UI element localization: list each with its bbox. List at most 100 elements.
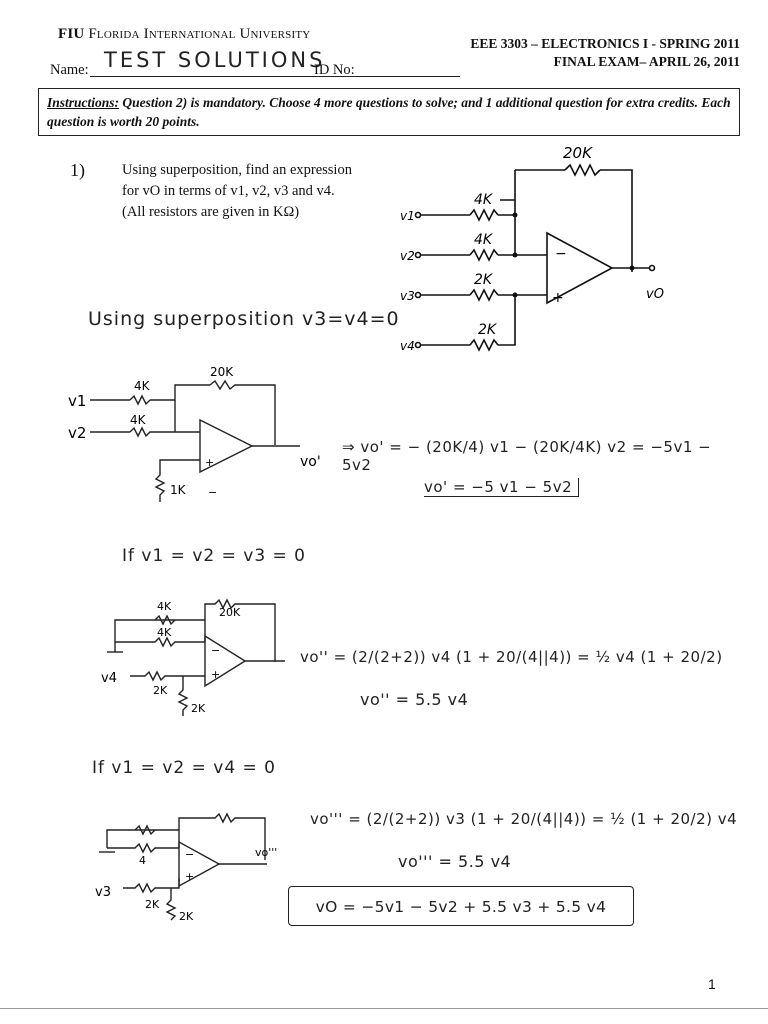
s1-opamp-plus: +	[205, 456, 214, 469]
s1-r4b-label: 4K	[130, 413, 147, 427]
s1-r1	[129, 394, 151, 406]
r1-resistor	[469, 208, 499, 222]
s2-ground-resistor	[177, 676, 189, 716]
name-underline	[90, 76, 360, 77]
s3-v3-label: v3	[95, 885, 111, 900]
name-row: Name:	[50, 62, 89, 79]
id-label: ID No:	[314, 62, 355, 78]
r1-label: 4K	[474, 192, 494, 208]
s1-ground-resistor	[154, 459, 200, 502]
feedback-left-wire	[500, 170, 516, 201]
s1-out-label: vo'	[300, 454, 321, 470]
step2-title: If v1 = v2 = v3 = 0	[122, 546, 307, 566]
v3-label: v3	[400, 289, 415, 303]
s2-r2-label: 2K	[153, 684, 168, 697]
junction-out	[629, 265, 635, 271]
s1-rg-label: 1K	[170, 483, 187, 497]
r2-resistor	[469, 248, 499, 262]
s3-r4-label: 4	[139, 854, 146, 867]
s2-r2	[130, 670, 205, 682]
junction-1	[512, 212, 518, 218]
s2-opamp-minus: −	[211, 644, 220, 657]
name-value: TEST SOLUTIONS	[104, 48, 326, 72]
r4-tail	[498, 295, 516, 346]
r4-resistor	[469, 338, 499, 352]
id-underline	[356, 76, 460, 77]
step2-equation: vo'' = (2/(2+2)) v4 (1 + 20/(4||4)) = ½ …	[300, 648, 723, 666]
in1-node	[414, 211, 422, 219]
s2-opamp	[204, 634, 247, 688]
sketch-circuit-1: − + 20K 4K 4K v1 v2 1K vo'	[68, 365, 321, 502]
v2-label: v2	[400, 249, 415, 263]
in2-node	[414, 251, 422, 259]
s3-r4a	[134, 824, 156, 836]
university-header: FIU Florida International University	[58, 26, 310, 43]
step1-equation: ⇒ vo' = − (20K/4) v1 − (20K/4K) v2 = −5v…	[342, 438, 712, 474]
v1-label: v1	[400, 209, 415, 223]
step1-title: Using superposition v3=v4=0	[88, 308, 400, 330]
output-node	[648, 264, 656, 272]
step1-result: vo' = −5 v1 − 5v2	[424, 478, 580, 497]
s3-opamp-minus: −	[185, 848, 194, 861]
feedback-resistor-label: 20K	[563, 144, 593, 162]
s1-v1-label: v1	[68, 392, 86, 410]
r4-label: 2K	[478, 322, 498, 338]
s3-opamp	[178, 840, 221, 888]
s2-feedback	[204, 598, 276, 662]
question-number: 1)	[70, 160, 85, 180]
s3-rg-label: 2K	[179, 910, 194, 923]
s2-r4a-label: 4K	[157, 600, 172, 613]
v4-label: v4	[400, 339, 415, 353]
r3-label: 2K	[474, 272, 494, 288]
s2-r4b-label: 4K	[157, 626, 172, 639]
s3-r2-label: 2K	[145, 898, 160, 911]
in4-node	[414, 341, 422, 349]
junction-2	[512, 252, 518, 258]
instructions-label: Instructions:	[47, 95, 120, 110]
step2-result: vo'' = 5.5 v4	[360, 690, 469, 709]
s1-r4a-label: 4K	[134, 379, 151, 393]
s1-r20-label: 20K	[210, 365, 234, 379]
question-line-1: Using superposition, find an expression	[122, 162, 352, 178]
s2-rg-label: 2K	[191, 702, 206, 715]
s1-opamp	[199, 418, 254, 474]
vo-label: vO	[646, 287, 664, 302]
sketch-circuit-2: − + 4K 4K 20K v4 2K 2K	[101, 598, 285, 716]
opamp-circuit-diagram: − + 20K 4K 4K 2K 2K v1 v2 v3 v4 vO	[400, 144, 664, 353]
r2-label: 4K	[474, 232, 494, 248]
in3-node	[414, 291, 422, 299]
step3-equation: vo''' = (2/(2+2)) v3 (1 + 20/(4||4)) = ½…	[310, 810, 738, 828]
feedback-resistor	[564, 163, 601, 177]
s2-r4b	[115, 636, 205, 648]
s3-out-label: vo'''	[255, 846, 277, 859]
name-label: Name:	[50, 62, 89, 78]
question-line-2: for vO in terms of v1, v2, v3 and v4.	[122, 183, 335, 199]
final-answer-box: vO = −5v1 − 5v2 + 5.5 v3 + 5.5 v4	[288, 886, 634, 926]
instructions-box: Instructions: Question 2) is mandatory. …	[38, 88, 740, 136]
s3-opamp-plus: +	[185, 870, 194, 883]
s1-r2	[129, 426, 200, 438]
s1-node	[150, 384, 210, 401]
s3-ground-resistor	[165, 888, 177, 921]
feedback-right-wire	[600, 169, 633, 272]
s2-v4-label: v4	[101, 671, 117, 686]
exam-title: FINAL EXAM– APRIL 26, 2011	[553, 54, 740, 69]
instructions-text: Question 2) is mandatory. Choose 4 more …	[47, 95, 731, 129]
s1-opamp-minus: −	[208, 486, 217, 499]
s1-feedback	[209, 379, 276, 445]
s3-r4b	[107, 842, 179, 854]
page-bottom-rule	[0, 1008, 768, 1009]
opamp-minus-sign: −	[555, 246, 567, 262]
s2-r20-label: 20K	[219, 606, 241, 619]
s2-r4a	[154, 614, 176, 626]
course-title: EEE 3303 – ELECTRONICS I - SPRING 2011	[470, 36, 740, 51]
step3-title: If v1 = v2 = v4 = 0	[92, 758, 277, 778]
s3-feedback	[178, 812, 266, 860]
university-prefix: FIU	[58, 26, 89, 42]
opamp-plus-sign: +	[552, 290, 564, 306]
question-text: Using superposition, find an expression …	[122, 160, 392, 223]
s2-opamp-plus: +	[211, 668, 220, 681]
sketch-circuit-3: − + 4 v3 2K 2K vo'''	[95, 812, 277, 923]
opamp-triangle	[546, 231, 614, 305]
junction-3	[512, 292, 518, 298]
